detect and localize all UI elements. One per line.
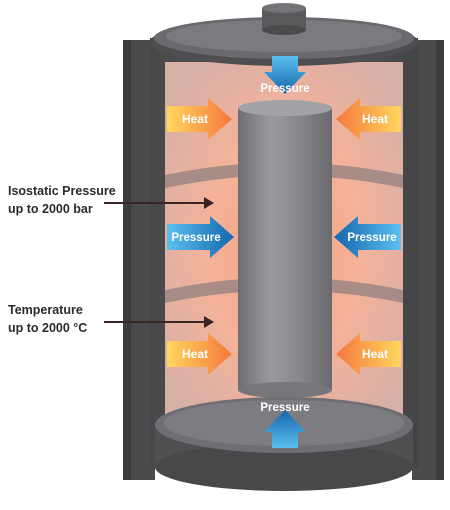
heat-arrow-left-lower (167, 333, 232, 375)
isostatic-label-line1: Isostatic Pressure (8, 184, 116, 198)
pointer-arrow-temperature (104, 316, 214, 328)
pressure-label-bottom: Pressure (260, 402, 309, 414)
pressure-arrow-right (334, 216, 401, 258)
heat-label-left-lower: Heat (182, 347, 208, 361)
heat-arrow-right-lower (336, 333, 401, 375)
pressure-label-top: Pressure (260, 83, 309, 95)
heat-arrow-left-upper (167, 98, 232, 140)
temperature-label-line1: Temperature (8, 303, 83, 317)
heat-label-left-upper: Heat (182, 112, 208, 126)
pressure-label-right: Pressure (347, 232, 396, 244)
top-knob (262, 8, 306, 30)
pressure-arrow-bottom (264, 410, 306, 448)
heat-label-right-upper: Heat (362, 112, 388, 126)
pointer-arrow-isostatic (104, 197, 214, 209)
pressure-label-left: Pressure (171, 232, 220, 244)
temperature-label-line2: up to 2000 °C (8, 321, 87, 335)
heat-arrow-right-upper (336, 98, 401, 140)
isostatic-label-line2: up to 2000 bar (8, 202, 93, 216)
heat-label-right-lower: Heat (362, 347, 388, 361)
pressure-arrow-top (264, 56, 306, 94)
pressure-arrow-left (167, 216, 234, 258)
workpiece-cylinder (238, 108, 332, 390)
